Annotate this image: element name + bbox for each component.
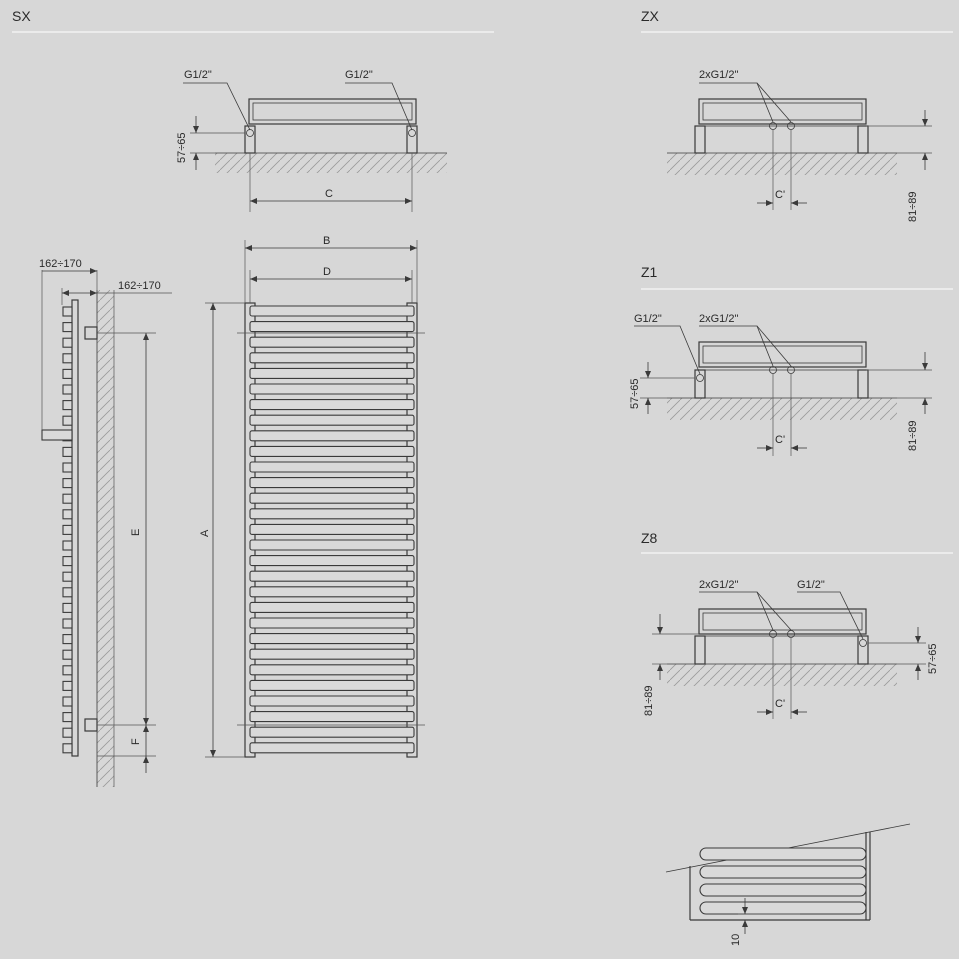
radiator-fin-profile <box>62 665 73 676</box>
sx-height-label: 57÷65 <box>176 132 188 163</box>
radiator-tube <box>249 399 415 411</box>
radiator-tube <box>249 352 415 364</box>
radiator-tube <box>249 555 415 567</box>
radiator-fin-profile <box>62 727 73 738</box>
radiator-fin-profile <box>62 571 73 582</box>
z1-dim-c-prime: C' <box>775 434 785 446</box>
z8-right-height-label: 57÷65 <box>927 643 939 674</box>
radiator-fin-profile <box>62 322 73 333</box>
radiator-fin-profile <box>62 400 73 411</box>
radiator-tube <box>249 664 415 676</box>
radiator-tube <box>249 711 415 723</box>
z8-center-connection-label: 2xG1/2" <box>699 579 738 591</box>
radiator-tube <box>249 461 415 473</box>
radiator-fin-profile <box>62 462 73 473</box>
radiator-tube <box>249 617 415 629</box>
radiator-tube <box>249 430 415 442</box>
section-title-zx: ZX <box>641 8 660 24</box>
radiator-fin-profile <box>62 353 73 364</box>
z1-right-height-label: 81÷89 <box>907 420 919 451</box>
zx-connection-label: 2xG1/2" <box>699 69 738 81</box>
radiator-fin-profile <box>62 509 73 520</box>
sx-side-view: 162÷170 162÷170 E F <box>39 258 172 787</box>
z8-view: 2xG1/2" G1/2" 81÷89 C' 57÷65 <box>643 579 939 719</box>
radiator-tube <box>249 633 415 645</box>
radiator-tube <box>249 695 415 707</box>
radiator-fin-profile <box>62 368 73 379</box>
radiator-fin-profile <box>62 743 73 754</box>
radiator-tube <box>249 321 415 333</box>
sx-dim-f: F <box>130 738 142 745</box>
radiator-fin-profile <box>62 712 73 723</box>
radiator-tube <box>249 336 415 348</box>
section-title-z8: Z8 <box>641 530 658 546</box>
z8-right-connection-label: G1/2" <box>797 579 825 591</box>
sx-dim-e: E <box>130 529 142 536</box>
radiator-tube <box>249 601 415 613</box>
sx-right-connection-label: G1/2" <box>345 69 373 81</box>
radiator-fin-profile <box>62 306 73 317</box>
sx-side-depth-label-bottom: 162÷170 <box>118 280 161 292</box>
radiator-fin-profile <box>62 524 73 535</box>
radiator-fin-profile <box>62 493 73 504</box>
z8-dim-c-prime: C' <box>775 698 785 710</box>
radiator-fin-profile <box>62 602 73 613</box>
clearance-detail: 10 <box>665 823 911 946</box>
zx-view: 2xG1/2" C' 81÷89 <box>667 69 932 222</box>
radiator-tube <box>249 492 415 504</box>
section-title-sx: SX <box>12 8 31 24</box>
sx-front-view: B D A <box>199 235 425 758</box>
sx-dim-c: C <box>325 188 333 200</box>
radiator-tube <box>249 445 415 457</box>
radiator-fin-profile <box>62 337 73 348</box>
radiator-fin-profile <box>62 649 73 660</box>
sx-top-view: G1/2" G1/2" 57÷65 C <box>176 69 447 212</box>
radiator-fin-profile <box>62 540 73 551</box>
radiator-tube <box>249 586 415 598</box>
radiator-fin-profile <box>62 556 73 567</box>
radiator-tube <box>249 367 415 379</box>
z1-center-connection-label: 2xG1/2" <box>699 313 738 325</box>
radiator-tube <box>249 523 415 535</box>
radiator-tube <box>249 414 415 426</box>
radiator-fin-profile <box>62 478 73 489</box>
radiator-fin-profile <box>62 587 73 598</box>
radiator-tube <box>249 648 415 660</box>
radiator-tube <box>249 679 415 691</box>
sx-left-connection-label: G1/2" <box>184 69 212 81</box>
zx-dim-c-prime: C' <box>775 189 785 201</box>
radiator-tube <box>249 477 415 489</box>
zx-height-label: 81÷89 <box>907 191 919 222</box>
radiator-tube <box>249 383 415 395</box>
radiator-fin-profile <box>62 384 73 395</box>
radiator-tube <box>249 742 415 754</box>
section-title-z1: Z1 <box>641 264 658 280</box>
radiator-fin-profile <box>62 696 73 707</box>
z1-view: G1/2" 2xG1/2" 57÷65 C' 81÷89 <box>629 313 932 456</box>
radiator-fin-profile <box>62 618 73 629</box>
radiator-fin-profile <box>62 680 73 691</box>
radiator-fin-profile <box>62 415 73 426</box>
radiator-tube <box>249 570 415 582</box>
radiator-tube <box>249 508 415 520</box>
radiator-fin-profile <box>62 446 73 457</box>
sx-side-depth-label-top: 162÷170 <box>39 258 82 270</box>
z8-left-height-label: 81÷89 <box>643 685 655 716</box>
detail-clearance-label: 10 <box>730 934 742 946</box>
radiator-tube <box>249 726 415 738</box>
radiator-fin-profile <box>62 634 73 645</box>
sx-dim-b: B <box>323 235 330 247</box>
sx-dim-a: A <box>199 529 211 537</box>
sx-dim-d: D <box>323 266 331 278</box>
radiator-tube <box>249 305 415 317</box>
radiator-tube <box>249 539 415 551</box>
z1-left-height-label: 57÷65 <box>629 378 641 409</box>
z1-left-connection-label: G1/2" <box>634 313 662 325</box>
